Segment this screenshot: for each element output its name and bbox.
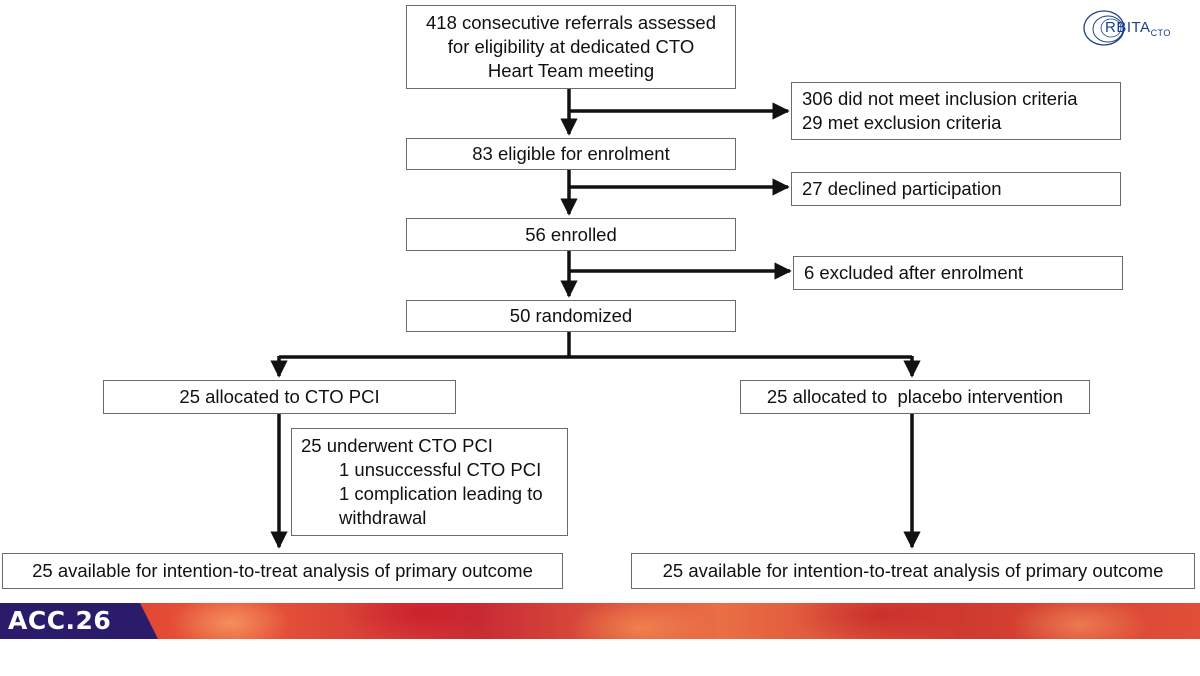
box-not-eligible: 306 did not meet inclusion criteria 29 m… [791,82,1121,140]
box-eligible: 83 eligible for enrolment [406,138,736,170]
box-declined: 27 declined participation [791,172,1121,206]
bottom-strip [0,639,1200,676]
box-placebo-analysis: 25 available for intention-to-treat anal… [631,553,1195,589]
pci-allocated-text: 25 allocated to CTO PCI [179,386,380,407]
logo-sub: CTO [1150,28,1171,38]
logo-text: RBITACTO [1105,19,1171,38]
box-randomized: 50 randomized [406,300,736,332]
excluded-after-text: 6 excluded after enrolment [804,262,1024,283]
box-enrolled: 56 enrolled [406,218,736,251]
randomized-text: 50 randomized [509,305,633,326]
assessed-line-1: 418 consecutive referrals assessed [426,12,716,33]
box-excluded-after: 6 excluded after enrolment [793,256,1123,290]
not-eligible-line-1: 306 did not meet inclusion criteria [802,88,1078,109]
assessed-line-2: for eligibility at dedicated CTO [447,36,695,57]
enrolled-text: 56 enrolled [525,223,617,245]
banner-text: ACC.26 [8,606,112,635]
conference-banner [0,603,1200,639]
pci-complication-line-1: 1 complication leading to [339,483,543,504]
pci-analysis-text: 25 available for intention-to-treat anal… [32,560,533,581]
assessed-line-3: Heart Team meeting [487,60,655,81]
pci-unsuccessful-text: 1 unsuccessful CTO PCI [339,459,542,480]
pci-complication-line-2: withdrawal [339,507,427,528]
box-placebo-allocated: 25 allocated to placebo intervention [740,380,1090,414]
eligible-text: 83 eligible for enrolment [472,143,670,164]
orbita-cto-logo: RBITACTO [1078,6,1196,54]
box-pci-allocated: 25 allocated to CTO PCI [103,380,456,414]
placebo-analysis-text: 25 available for intention-to-treat anal… [662,560,1164,581]
placebo-allocated-text: 25 allocated to placebo intervention [766,386,1064,407]
box-pci-analysis: 25 available for intention-to-treat anal… [2,553,563,589]
logo-word: RBITA [1105,19,1151,36]
not-eligible-line-2: 29 met exclusion criteria [802,112,1002,133]
pci-underwent-text: 25 underwent CTO PCI [301,435,493,456]
box-assessed: 418 consecutive referrals assessed for e… [406,5,736,89]
declined-text: 27 declined participation [802,178,1002,199]
box-pci-underwent: 25 underwent CTO PCI 1 unsuccessful CTO … [291,428,568,536]
banner-tag-shape [0,603,158,639]
orbit-rings-icon [1083,10,1125,46]
